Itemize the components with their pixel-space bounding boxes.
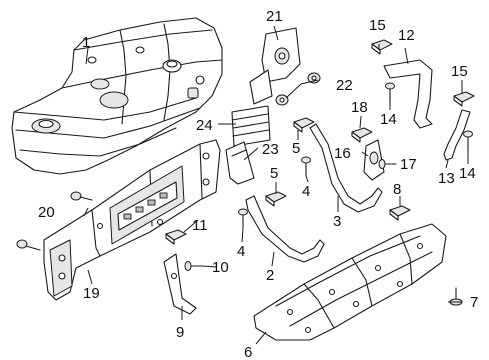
callout-4a: 4	[302, 183, 310, 200]
clip-5-lower	[265, 191, 287, 207]
bolt-10	[184, 261, 203, 271]
clip-5-upper	[293, 117, 315, 133]
clip-18	[351, 127, 373, 143]
callout-24: 24	[196, 117, 213, 134]
mount-bracket-21	[249, 27, 301, 105]
bracket-24	[231, 105, 271, 147]
bolt-4-lower	[238, 208, 248, 229]
callout-23: 23	[262, 141, 279, 158]
callout-20: 20	[38, 204, 55, 221]
callout-9: 9	[176, 324, 184, 341]
callout-22: 22	[336, 77, 353, 94]
callout-11: 11	[192, 217, 208, 234]
callout-19: 19	[83, 285, 100, 302]
callout-4b: 4	[237, 243, 245, 260]
callout-labels: 1 2 3 4 4 5 5 6 7 8 9 10 11 12 13 14 14 …	[38, 8, 478, 360]
underbody-shield	[253, 223, 447, 341]
callout-15b: 15	[451, 63, 468, 80]
callout-21: 21	[266, 8, 283, 25]
callout-2: 2	[266, 267, 274, 284]
clip-15-right	[453, 91, 475, 107]
callout-1: 1	[82, 34, 90, 51]
callout-7: 7	[470, 294, 478, 311]
bolt-14-right	[463, 130, 473, 151]
bracket-16	[363, 139, 385, 181]
strap-13	[443, 109, 471, 161]
bolt-4-upper	[301, 156, 311, 177]
callout-12: 12	[398, 27, 415, 44]
callout-14a: 14	[380, 111, 397, 128]
strap-12	[383, 59, 433, 129]
clip-11	[165, 229, 187, 245]
callout-3: 3	[333, 213, 341, 230]
callout-5a: 5	[292, 140, 300, 157]
callout-6: 6	[244, 344, 252, 360]
callout-10: 10	[212, 259, 229, 276]
bracket-23	[225, 141, 255, 185]
leader-lines	[83, 25, 469, 345]
callout-18: 18	[351, 99, 368, 116]
callout-16: 16	[334, 145, 351, 162]
bracket-9	[163, 253, 197, 315]
callout-14b: 14	[459, 165, 476, 182]
clip-8	[389, 205, 411, 221]
callout-5b: 5	[270, 165, 278, 182]
callout-8: 8	[393, 181, 401, 198]
callout-13: 13	[438, 170, 455, 187]
callout-15a: 15	[369, 17, 386, 34]
bolt-20	[16, 191, 93, 251]
callout-17: 17	[400, 156, 417, 173]
skid-shield	[43, 139, 221, 301]
strap-3	[309, 123, 383, 213]
clip-15-left	[371, 39, 393, 55]
bolt-17	[378, 159, 397, 169]
bolt-14-left	[385, 82, 395, 103]
strap-2	[245, 195, 325, 263]
fuel-tank	[11, 17, 223, 175]
